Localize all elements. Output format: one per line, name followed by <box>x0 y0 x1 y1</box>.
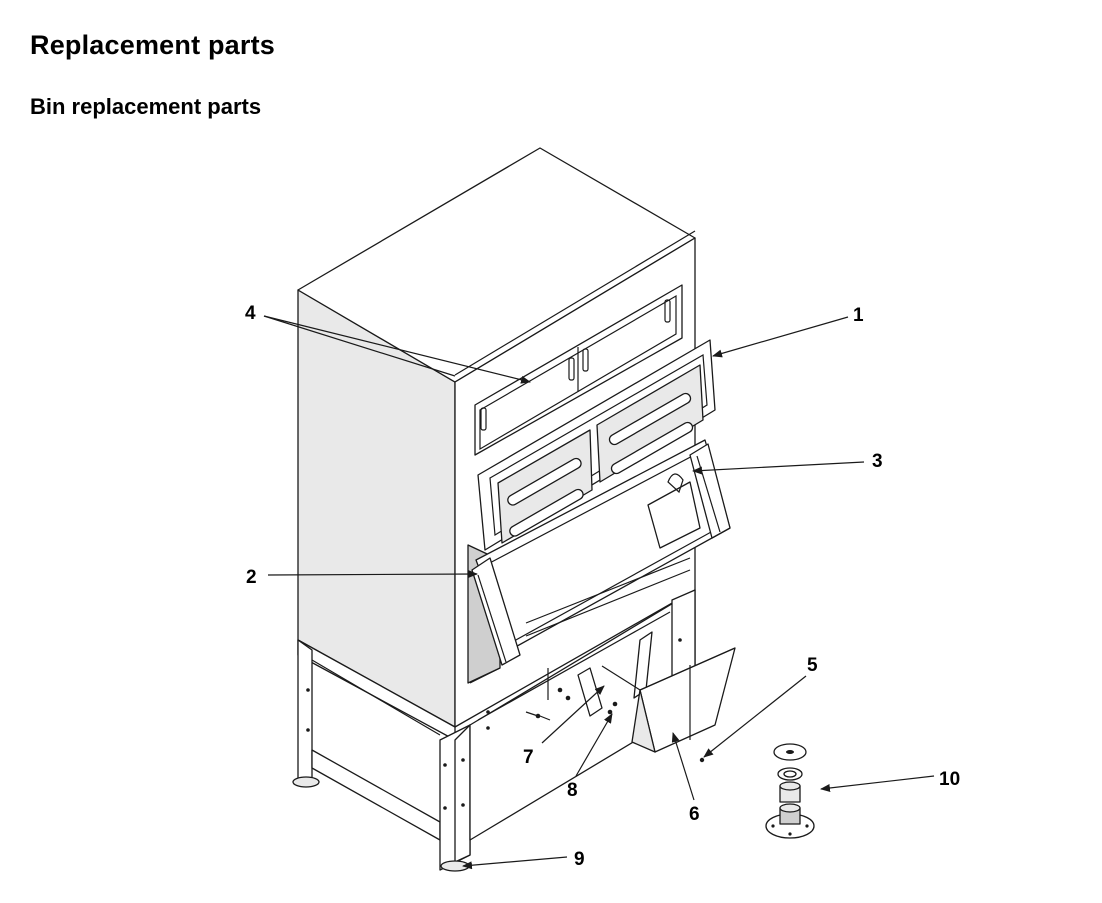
leader-line-2 <box>267 570 478 579</box>
callout-5: 5 <box>807 655 818 676</box>
leader-line-4a <box>263 315 531 384</box>
leader-line-6 <box>671 732 695 801</box>
leader-line-7 <box>541 685 605 744</box>
leader-line-5 <box>703 675 807 758</box>
callout-leaders <box>263 315 935 870</box>
callout-9: 9 <box>574 849 585 870</box>
callout-2: 2 <box>246 567 257 588</box>
callout-10: 10 <box>939 769 960 790</box>
leader-line-10 <box>820 775 935 792</box>
callout-3: 3 <box>872 451 883 472</box>
callout-4: 4 <box>245 303 256 324</box>
page-title: Replacement parts <box>30 30 275 60</box>
callout-6: 6 <box>689 804 700 825</box>
leader-line-3 <box>692 461 865 475</box>
section-subtitle: Bin replacement parts <box>30 94 262 119</box>
callout-7: 7 <box>523 747 534 768</box>
leader-line-8 <box>575 713 613 777</box>
callout-1: 1 <box>853 305 864 326</box>
leader-line-9 <box>462 856 568 870</box>
leader-line-4b <box>263 315 456 377</box>
callout-8: 8 <box>567 780 578 801</box>
cabinet-illustration <box>292 147 815 872</box>
leader-line-1 <box>712 316 849 358</box>
callout-labels: 1 2 3 4 5 6 7 8 9 10 <box>245 303 960 870</box>
